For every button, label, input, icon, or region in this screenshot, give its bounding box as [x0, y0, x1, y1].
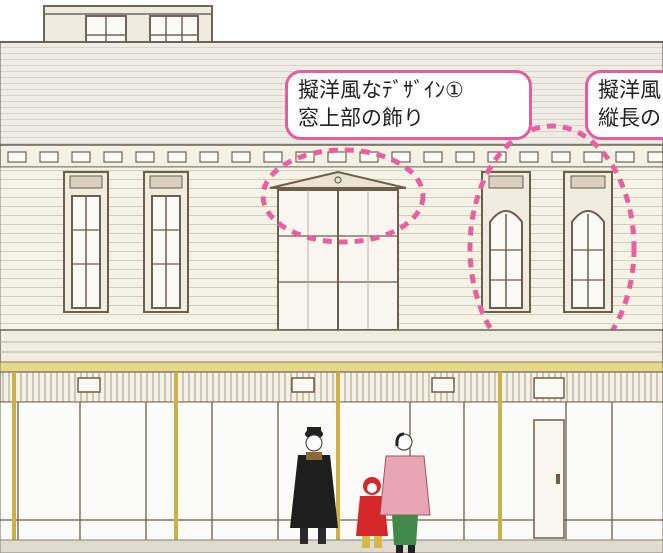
storefront-rail — [0, 371, 663, 403]
callout-window-decoration: 擬洋風なﾃﾞｻﾞｲﾝ① 窓上部の飾り — [285, 70, 532, 140]
window-arched-1 — [481, 171, 531, 313]
highlight-pediment-ellipse — [260, 147, 426, 245]
person-child-red — [356, 477, 388, 548]
callout-vertical-windows: 擬洋風 縦長の — [585, 70, 663, 140]
person-man-dark-coat — [290, 427, 338, 544]
window-left-2 — [143, 171, 189, 313]
callout-1-line1: 擬洋風なﾃﾞｻﾞｲﾝ① — [298, 78, 464, 102]
callout-2-line1: 擬洋風 — [598, 78, 661, 102]
lower-cornice — [0, 329, 663, 373]
window-left-1 — [63, 171, 109, 313]
callout-1-line2: 窓上部の飾り — [298, 106, 424, 130]
callout-2-line2: 縦長の — [598, 106, 661, 130]
person-woman-pink — [379, 432, 431, 553]
window-arched-2 — [563, 171, 613, 313]
window-center-pediment — [269, 170, 407, 331]
